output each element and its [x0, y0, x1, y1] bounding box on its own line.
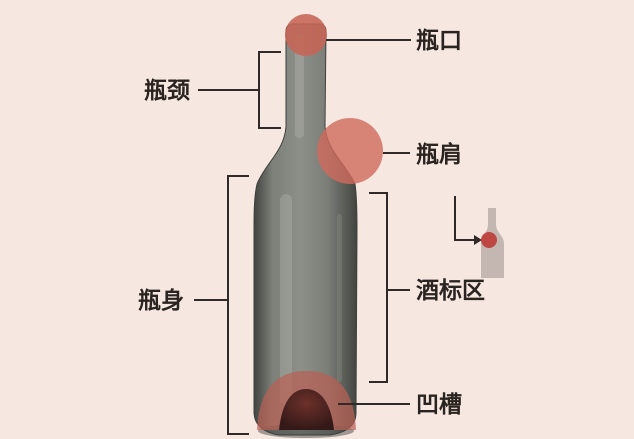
bottle-body-shine — [280, 194, 292, 406]
bottle-right-edge-shine — [337, 214, 342, 382]
label-bottle-mouth: 瓶口 — [416, 27, 462, 54]
wine-bottle — [253, 23, 358, 438]
callout-lines — [194, 39, 411, 435]
inset-arrow-line — [454, 196, 474, 241]
punt-dark-center — [279, 389, 334, 430]
inset-shoulder-highlight — [481, 232, 497, 248]
label-bottle-shoulder: 瓶肩 — [416, 141, 462, 168]
inset-bottle-diagram — [454, 196, 504, 278]
label-punt: 凹槽 — [416, 391, 462, 418]
label-area-bracket — [369, 192, 410, 383]
mouth-highlight — [285, 14, 327, 56]
body-bracket — [194, 175, 249, 435]
label-label-area: 酒标区 — [416, 277, 485, 304]
shoulder-highlight — [317, 118, 383, 184]
arrow-head-icon — [474, 235, 482, 245]
label-bottle-neck: 瓶颈 — [144, 77, 190, 104]
neck-bracket — [198, 51, 281, 129]
bottle-neck-shine — [295, 34, 304, 138]
label-bottle-body: 瓶身 — [138, 287, 184, 314]
